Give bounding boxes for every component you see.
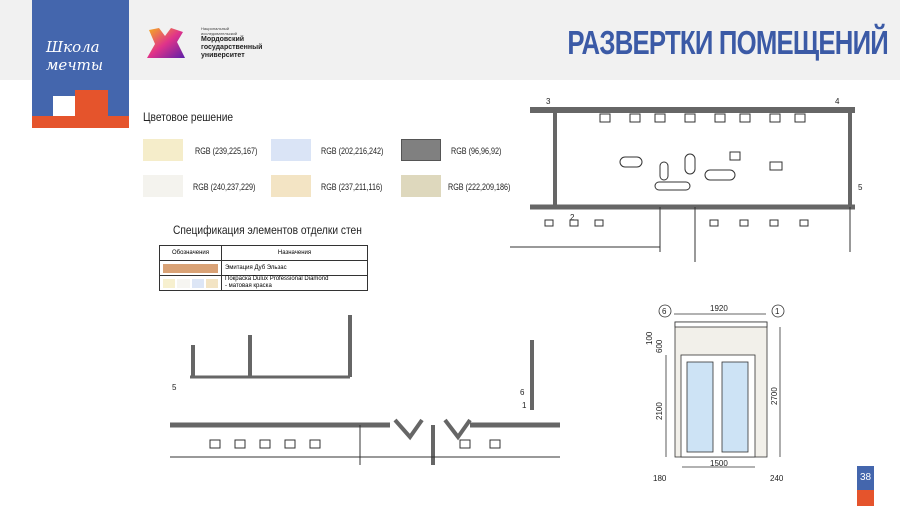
svg-text:6: 6 — [520, 388, 525, 397]
svg-text:5: 5 — [858, 183, 863, 192]
oak-swatch — [163, 263, 218, 273]
swatch-label-3: RGB (96,96,92) — [451, 146, 502, 156]
university-logo-icon — [147, 28, 185, 58]
door-elevation: 6 1 1920 1500 180 240 100 600 2100 2700 — [645, 304, 785, 483]
svg-text:1920: 1920 — [710, 304, 728, 313]
svg-text:2100: 2100 — [655, 402, 664, 420]
svg-text:1: 1 — [775, 307, 780, 316]
swatch-label-1: RGB (239,225,167) — [195, 146, 258, 156]
swatch-label-4: RGB (240,237,229) — [193, 182, 256, 192]
swatch-label-6: RGB (222,209,186) — [448, 182, 511, 192]
floor-plan-top: 3 4 2 5 — [510, 97, 863, 262]
building-icon — [53, 96, 75, 116]
swatch-2 — [271, 139, 311, 161]
swatch-5 — [271, 175, 311, 197]
svg-text:180: 180 — [653, 474, 667, 483]
svg-text:240: 240 — [770, 474, 784, 483]
school-logo: Школа мечты — [32, 0, 129, 128]
svg-text:2: 2 — [570, 213, 575, 222]
page-title: РАЗВЕРТКИ ПОМЕЩЕНИЙ — [567, 24, 888, 61]
university-name: Национальный исследовательский Мордовски… — [201, 26, 263, 59]
swatch-4 — [143, 175, 183, 197]
svg-text:1500: 1500 — [710, 459, 728, 468]
svg-text:1: 1 — [522, 401, 527, 410]
building-icon-2 — [75, 90, 108, 116]
swatch-3 — [401, 139, 441, 161]
svg-text:6: 6 — [662, 307, 667, 316]
svg-text:3: 3 — [546, 97, 551, 106]
svg-text:2700: 2700 — [770, 387, 779, 405]
floor-plan-bottom: 5 6 1 — [170, 315, 560, 465]
brand-line2: мечты — [46, 56, 104, 74]
swatch-label-5: RGB (237,211,116) — [321, 182, 383, 192]
color-heading: Цветовое решение — [143, 110, 234, 124]
swatch-6 — [401, 175, 441, 197]
swatch-label-2: RGB (202,216,242) — [321, 146, 384, 156]
svg-text:600: 600 — [655, 339, 664, 353]
svg-text:5: 5 — [172, 383, 177, 392]
spec-heading: Спецификация элементов отделки стен — [173, 223, 362, 237]
header-bar — [0, 0, 900, 80]
svg-text:4: 4 — [835, 97, 840, 106]
svg-text:100: 100 — [645, 331, 654, 345]
brand-line1: Школа — [46, 38, 100, 56]
swatch-1 — [143, 139, 183, 161]
page-number: 38 — [857, 466, 874, 506]
